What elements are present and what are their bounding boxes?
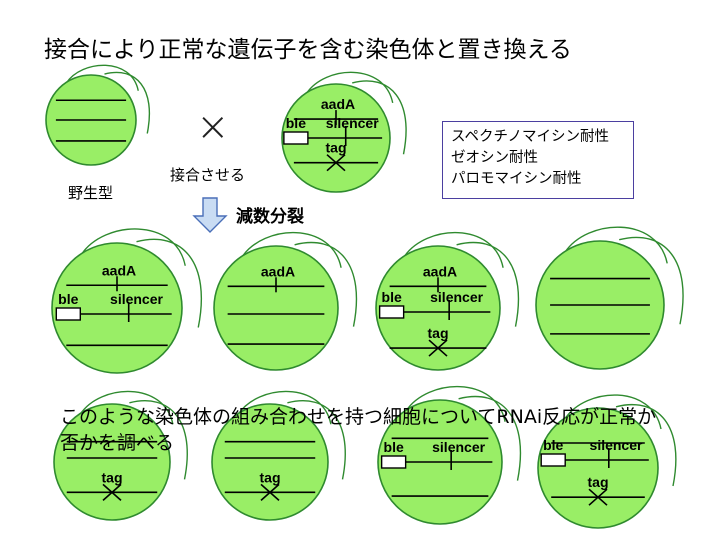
cell-flagellum xyxy=(352,80,407,155)
cell-flagellum xyxy=(564,226,668,264)
silencer-label: silencer xyxy=(432,439,485,455)
ble-box xyxy=(378,305,405,319)
silencer-label: silencer xyxy=(590,437,643,453)
tag-cross xyxy=(428,339,448,357)
cell-flagellum xyxy=(136,238,203,328)
cell-flagellum xyxy=(80,228,186,266)
cell-flagellum xyxy=(104,71,151,134)
tag-cross xyxy=(260,483,280,501)
ble-box xyxy=(55,307,81,321)
cell-body xyxy=(51,242,183,374)
caption-text: このような染色体の組み合わせを持つ細胞についてRNAi反応が正常か否かを調べる xyxy=(60,406,657,454)
ble-box xyxy=(540,453,566,467)
cell-flagellum xyxy=(65,64,139,91)
aadA-label: aadA xyxy=(423,263,457,279)
silencer-label: silencer xyxy=(430,289,483,305)
cell-flagellum xyxy=(129,400,188,480)
cell-flagellum xyxy=(237,390,332,425)
ble-label: ble xyxy=(286,115,306,131)
ble-label: ble xyxy=(58,291,78,307)
tag-cross xyxy=(102,483,122,501)
cell-body xyxy=(213,245,339,371)
tag-label: tag xyxy=(102,469,123,485)
cell-body xyxy=(211,403,329,521)
tag-cross xyxy=(588,488,608,506)
cell-flagellum xyxy=(405,385,506,422)
silencer-label: silencer xyxy=(110,291,163,307)
cell-body xyxy=(53,403,171,521)
legend-item-spectinomycin: スペクチノマイシン耐性 xyxy=(451,129,610,145)
tag-label: tag xyxy=(588,474,609,490)
slide-title: 接合により正常な遺伝子を含む染色体と置き換える xyxy=(44,37,572,63)
cell-flagellum xyxy=(403,231,504,268)
cell-flagellum xyxy=(458,395,522,481)
aadA-label: aadA xyxy=(102,262,136,278)
ble-label: ble xyxy=(382,289,402,305)
tag-cross xyxy=(326,154,346,172)
cell-flagellum xyxy=(241,231,342,268)
cell-flagellum xyxy=(287,400,346,480)
cell-flagellum xyxy=(615,403,677,487)
tag-label: tag xyxy=(326,140,347,156)
cell-body xyxy=(375,245,501,371)
cell-flagellum xyxy=(564,394,662,430)
cell-flagellum xyxy=(79,390,174,425)
meiosis-label: 減数分裂 xyxy=(236,207,304,227)
cell-flagellum xyxy=(305,71,394,104)
tag-label: tag xyxy=(428,325,449,341)
ble-box xyxy=(380,455,407,469)
resistance-legend: スペクチノマイシン耐性 ゼオシン耐性 パロモマイシン耐性 xyxy=(442,121,634,199)
conjugate-label: 接合させる xyxy=(170,166,246,184)
cell-flagellum xyxy=(294,241,358,327)
ble-box xyxy=(283,131,309,145)
meiosis-arrow-icon xyxy=(192,197,228,233)
tag-label: tag xyxy=(260,469,281,485)
cell-flagellum xyxy=(619,236,684,325)
wild-type-label: 野生型 xyxy=(68,184,114,202)
legend-item-zeocin: ゼオシン耐性 xyxy=(451,150,538,166)
silencer-label: silencer xyxy=(326,115,379,131)
ble-label: ble xyxy=(384,439,404,455)
cell-flagellum xyxy=(456,241,520,327)
cross-symbol: × xyxy=(196,104,230,150)
aadA-label: aadA xyxy=(321,96,355,112)
aadA-label: aadA xyxy=(261,263,295,279)
ble-label: ble xyxy=(543,437,563,453)
legend-item-paromomycin: パロモマイシン耐性 xyxy=(451,171,582,187)
